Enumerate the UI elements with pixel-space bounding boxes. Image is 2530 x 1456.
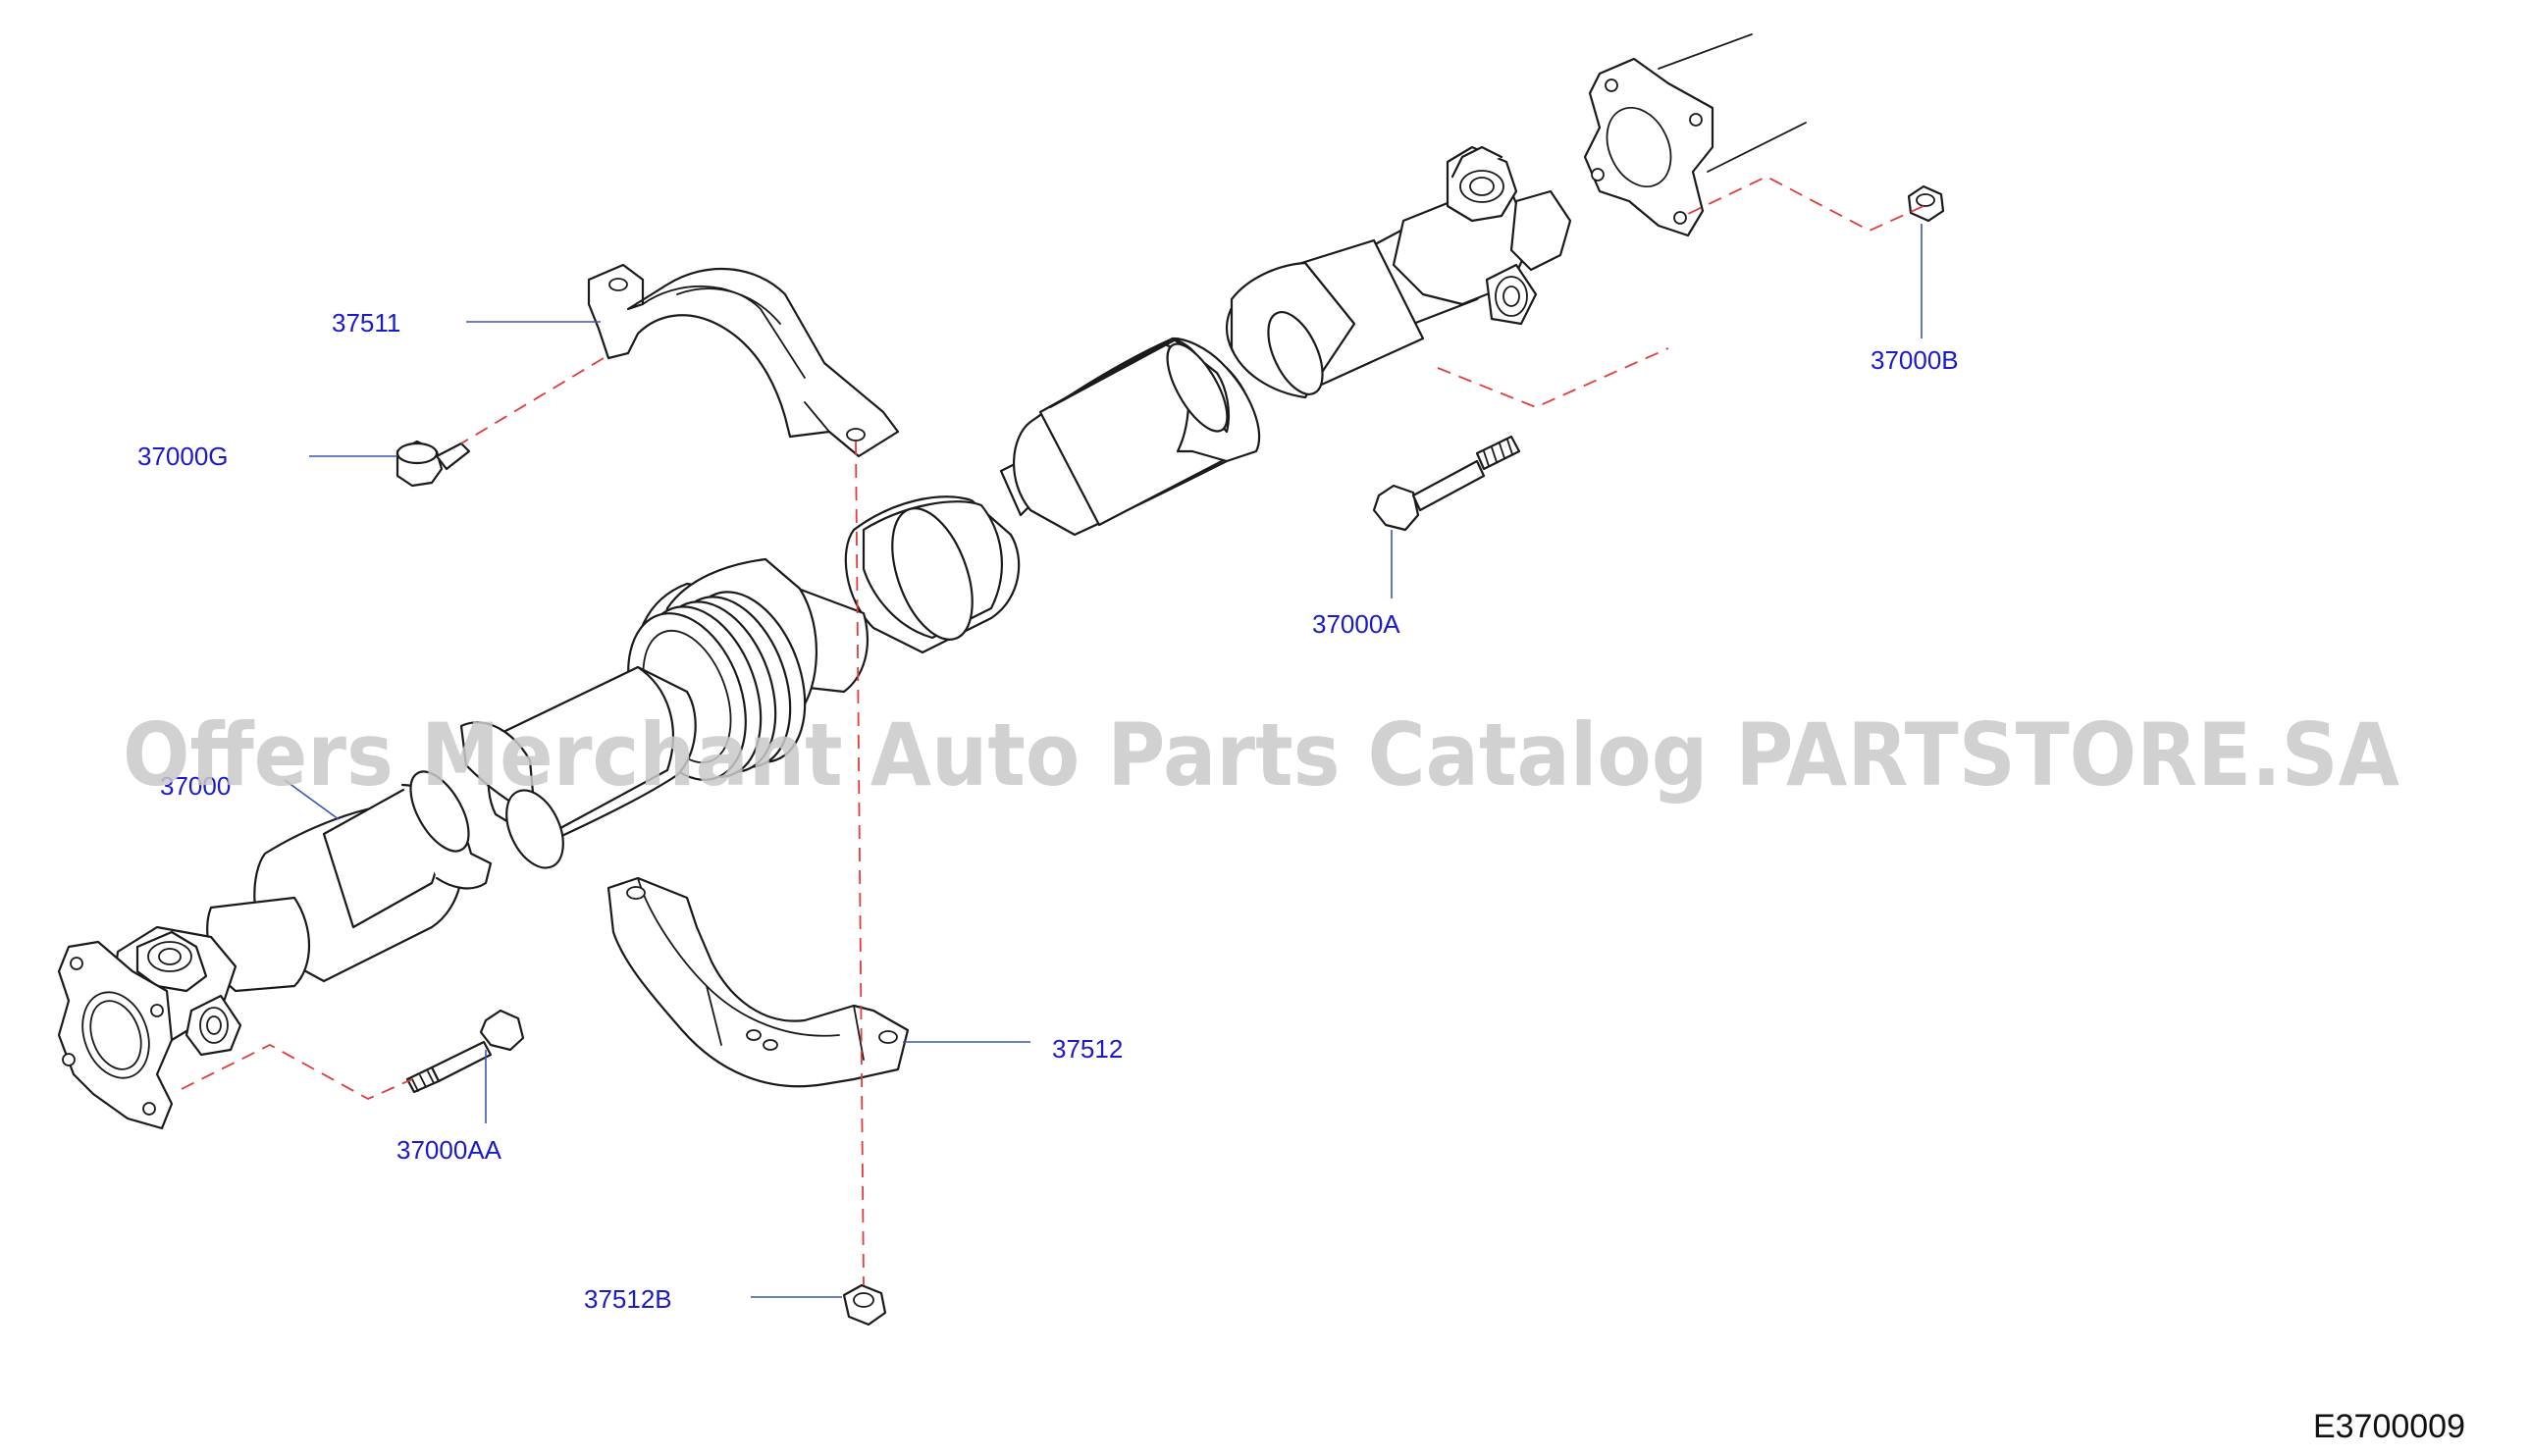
label-37000a[interactable]: 37000A xyxy=(1312,609,1400,639)
diagram-code: E3700009 xyxy=(2313,1408,2465,1445)
bracket-37511 xyxy=(587,263,900,458)
front-flange xyxy=(57,940,174,1130)
label-37000g[interactable]: 37000G xyxy=(137,442,229,471)
watermark-text: Offers Merchant Auto Parts Catalog PARTS… xyxy=(123,704,2399,806)
clip-37000g xyxy=(395,440,471,488)
label-37000aa[interactable]: 37000AA xyxy=(396,1135,502,1165)
dash-37511-to-37000g xyxy=(460,357,605,444)
shaft-segment-d xyxy=(999,337,1261,537)
label-37512b[interactable]: 37512B xyxy=(584,1284,672,1314)
label-37511[interactable]: 37511 xyxy=(332,308,400,338)
mating-shaft xyxy=(1583,33,1807,237)
label-37000[interactable]: 37000 xyxy=(160,771,231,801)
shaft-segment-a xyxy=(459,665,697,869)
dash-front-aa xyxy=(181,1043,413,1101)
bolt-37000a xyxy=(1372,435,1521,532)
leader-37000 xyxy=(284,779,340,820)
shaft-segment-front xyxy=(206,770,493,993)
part-labels: 37511 37000G 37000B 37000A 37000 37512 3… xyxy=(137,308,1959,1314)
shaft-segment-c xyxy=(844,495,1021,654)
dash-rear-joint-a xyxy=(1437,347,1669,408)
shaft-segment-rear xyxy=(1225,238,1425,399)
label-37000b[interactable]: 37000B xyxy=(1871,345,1959,375)
dash-37000b xyxy=(1687,175,1924,233)
nut-37000b xyxy=(1907,184,1945,223)
bolt-37000aa xyxy=(405,1009,525,1094)
nut-37512b xyxy=(842,1283,887,1326)
leader-lines xyxy=(284,224,1923,1298)
assembly-lines xyxy=(181,175,1924,1286)
label-37512[interactable]: 37512 xyxy=(1052,1034,1123,1064)
dash-vertical-nut xyxy=(855,441,865,1286)
bracket-37512 xyxy=(606,876,910,1088)
